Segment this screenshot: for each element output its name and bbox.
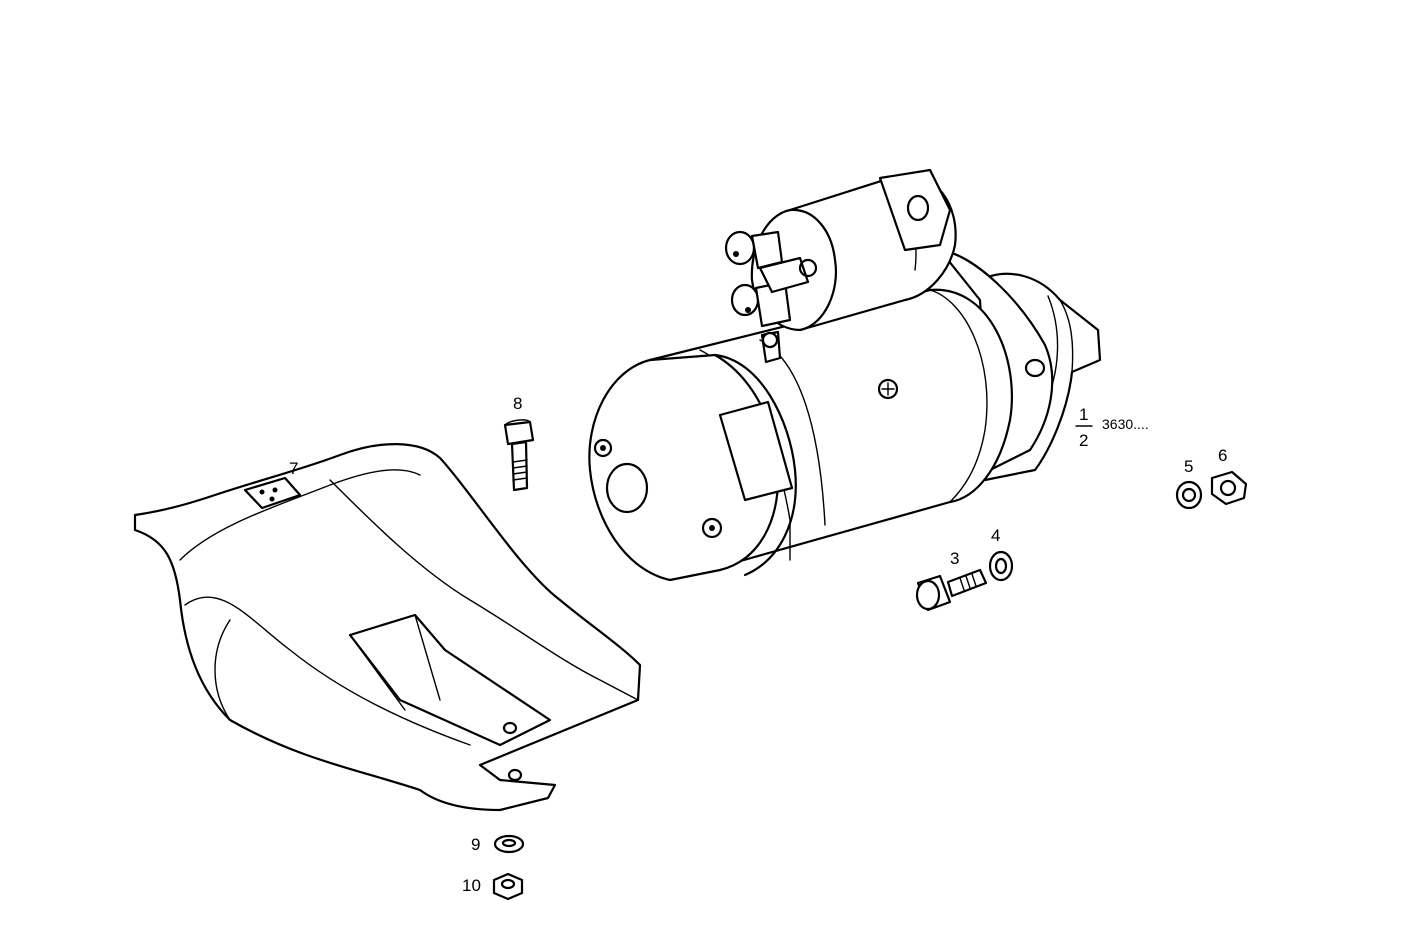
starter-motor <box>588 168 1102 582</box>
callout-10: 10 <box>462 876 481 895</box>
nut-10 <box>492 872 524 901</box>
callout-9: 9 <box>471 835 480 854</box>
heat-shield <box>133 443 642 812</box>
solenoid-terminals <box>724 230 818 364</box>
callout-1: 1 <box>1079 405 1088 424</box>
callout-8: 8 <box>513 394 522 413</box>
callout-6: 6 <box>1218 446 1227 465</box>
callout-3: 3 <box>950 549 959 568</box>
callout-5: 5 <box>1184 457 1193 476</box>
shield-plate <box>243 476 302 510</box>
callout-4: 4 <box>991 526 1000 545</box>
bolt-3 <box>915 568 988 612</box>
callout-7: 7 <box>289 459 298 478</box>
bolt-8 <box>503 419 535 492</box>
nut-6 <box>1210 470 1248 506</box>
washer-9 <box>493 834 525 854</box>
callout-2: 2 <box>1079 431 1088 450</box>
washer-5 <box>1175 480 1203 510</box>
part-reference: 3630.... <box>1102 416 1149 432</box>
washer-4 <box>988 550 1014 582</box>
